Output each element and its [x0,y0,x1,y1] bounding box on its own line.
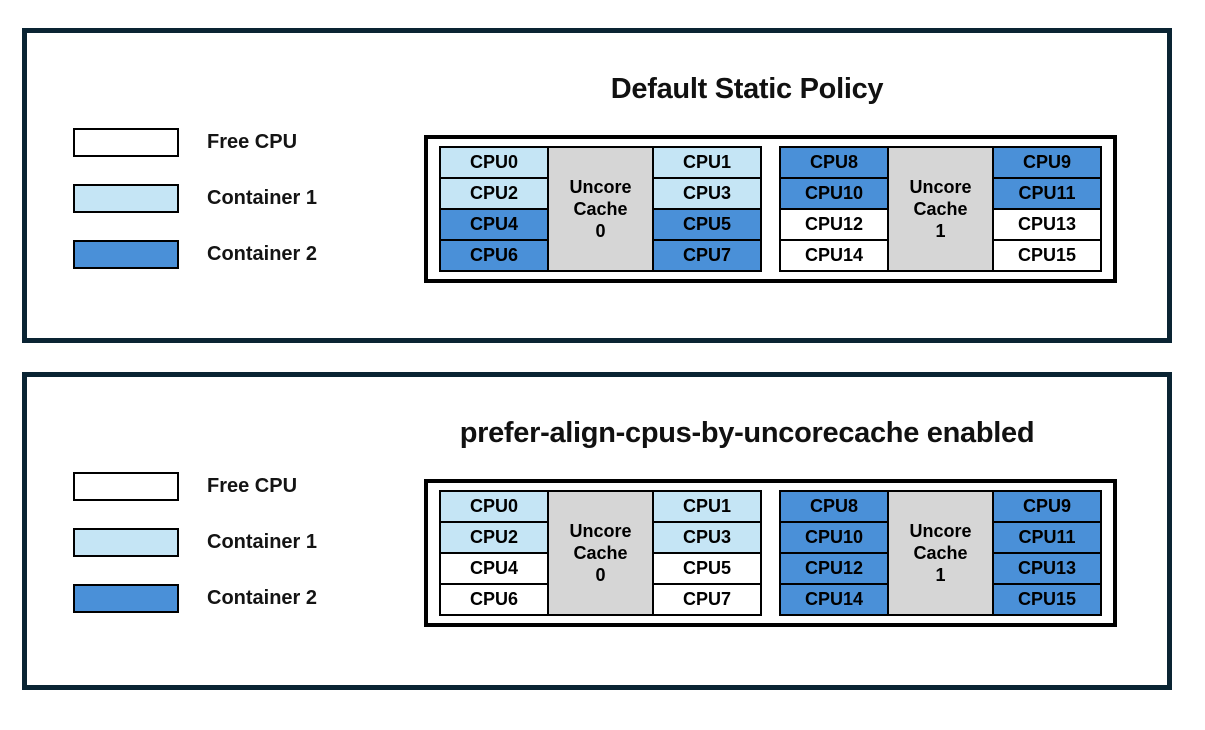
panel-title: prefer-align-cpus-by-uncorecache enabled [459,417,1035,449]
cpu-cell: CPU14 [781,585,887,614]
cpu-cell: CPU3 [654,179,760,208]
cpu-cell: CPU9 [994,148,1100,177]
cache-line: 0 [595,565,606,585]
cache-line: Cache [573,543,628,563]
cpu-topology-diagram: Uncore Cache 0 CPU0 CPU1 CPU2 CPU3 CPU4 … [424,479,1117,627]
cpu-cell: CPU8 [781,492,887,521]
legend-item-free-cpu: Free CPU [73,128,317,157]
cpu-cell: CPU2 [441,523,547,552]
cpu-cell: CPU9 [994,492,1100,521]
cpu-cell: CPU13 [994,210,1100,239]
cache-line: Cache [573,199,628,219]
cpu-cell: CPU7 [654,585,760,614]
legend-label: Container 1 [207,187,318,209]
cpu-cell: CPU2 [441,179,547,208]
cache-line: Uncore [569,521,632,541]
uncore-cache-0-group: Uncore Cache 0 CPU0 CPU1 CPU2 CPU3 CPU4 … [439,146,762,272]
cpu-cell: CPU4 [441,554,547,583]
cache-line: Uncore [569,177,632,197]
legend-item-container-1: Container 1 [73,184,317,213]
cache-line: Uncore [909,521,972,541]
legend-label: Free CPU [207,131,298,153]
legend-label: Container 1 [207,531,318,553]
cache-line: Uncore [909,177,972,197]
panel-prefer-align-uncorecache: prefer-align-cpus-by-uncorecache enabled… [22,372,1172,690]
cpu-cell: CPU11 [994,179,1100,208]
legend-item-container-2: Container 2 [73,584,317,613]
legend-swatch-container-1 [73,184,179,213]
cpu-cell: CPU10 [781,179,887,208]
legend: Free CPU Container 1 Container 2 [73,128,317,269]
cpu-cell: CPU0 [441,148,547,177]
legend-label: Free CPU [207,475,298,497]
cpu-cell: CPU6 [441,585,547,614]
legend-item-container-2: Container 2 [73,240,317,269]
cache-line: Cache [913,199,968,219]
cpu-cell: CPU13 [994,554,1100,583]
cpu-cell: CPU5 [654,554,760,583]
cpu-cell: CPU4 [441,210,547,239]
cpu-cell: CPU15 [994,241,1100,270]
cpu-cell: CPU12 [781,554,887,583]
panel-title: Default Static Policy [610,73,884,105]
cpu-cell: CPU12 [781,210,887,239]
uncore-cache-0-box: Uncore Cache 0 [549,148,652,270]
cpu-cell: CPU11 [994,523,1100,552]
cache-line: 1 [935,565,946,585]
cpu-cell: CPU5 [654,210,760,239]
legend-item-container-1: Container 1 [73,528,317,557]
cpu-cell: CPU6 [441,241,547,270]
cpu-topology-diagram: Uncore Cache 0 CPU0 CPU1 CPU2 CPU3 CPU4 … [424,135,1117,283]
cpu-cell: CPU3 [654,523,760,552]
cpu-cell: CPU1 [654,148,760,177]
cpu-cell: CPU8 [781,148,887,177]
cpu-cell: CPU1 [654,492,760,521]
legend-label: Container 2 [207,587,318,609]
panel-default-static-policy: Default Static Policy Free CPU Container… [22,28,1172,343]
legend-swatch-container-2 [73,240,179,269]
legend-swatch-free [73,472,179,501]
uncore-cache-1-box: Uncore Cache 1 [889,148,992,270]
cache-line: Cache [913,543,968,563]
cpu-cell: CPU14 [781,241,887,270]
uncore-cache-1-group: Uncore Cache 1 CPU8 CPU9 CPU10 CPU11 CPU… [779,146,1102,272]
legend-swatch-free [73,128,179,157]
uncore-cache-1-group: Uncore Cache 1 CPU8 CPU9 CPU10 CPU11 CPU… [779,490,1102,616]
cache-line: 0 [595,221,606,241]
uncore-cache-0-box: Uncore Cache 0 [549,492,652,614]
legend-label: Container 2 [207,243,318,265]
legend: Free CPU Container 1 Container 2 [73,472,317,613]
uncore-cache-0-group: Uncore Cache 0 CPU0 CPU1 CPU2 CPU3 CPU4 … [439,490,762,616]
cache-line: 1 [935,221,946,241]
legend-swatch-container-1 [73,528,179,557]
legend-item-free-cpu: Free CPU [73,472,317,501]
uncore-cache-1-box: Uncore Cache 1 [889,492,992,614]
cpu-cell: CPU0 [441,492,547,521]
cpu-cell: CPU10 [781,523,887,552]
legend-swatch-container-2 [73,584,179,613]
cpu-cell: CPU7 [654,241,760,270]
cpu-cell: CPU15 [994,585,1100,614]
